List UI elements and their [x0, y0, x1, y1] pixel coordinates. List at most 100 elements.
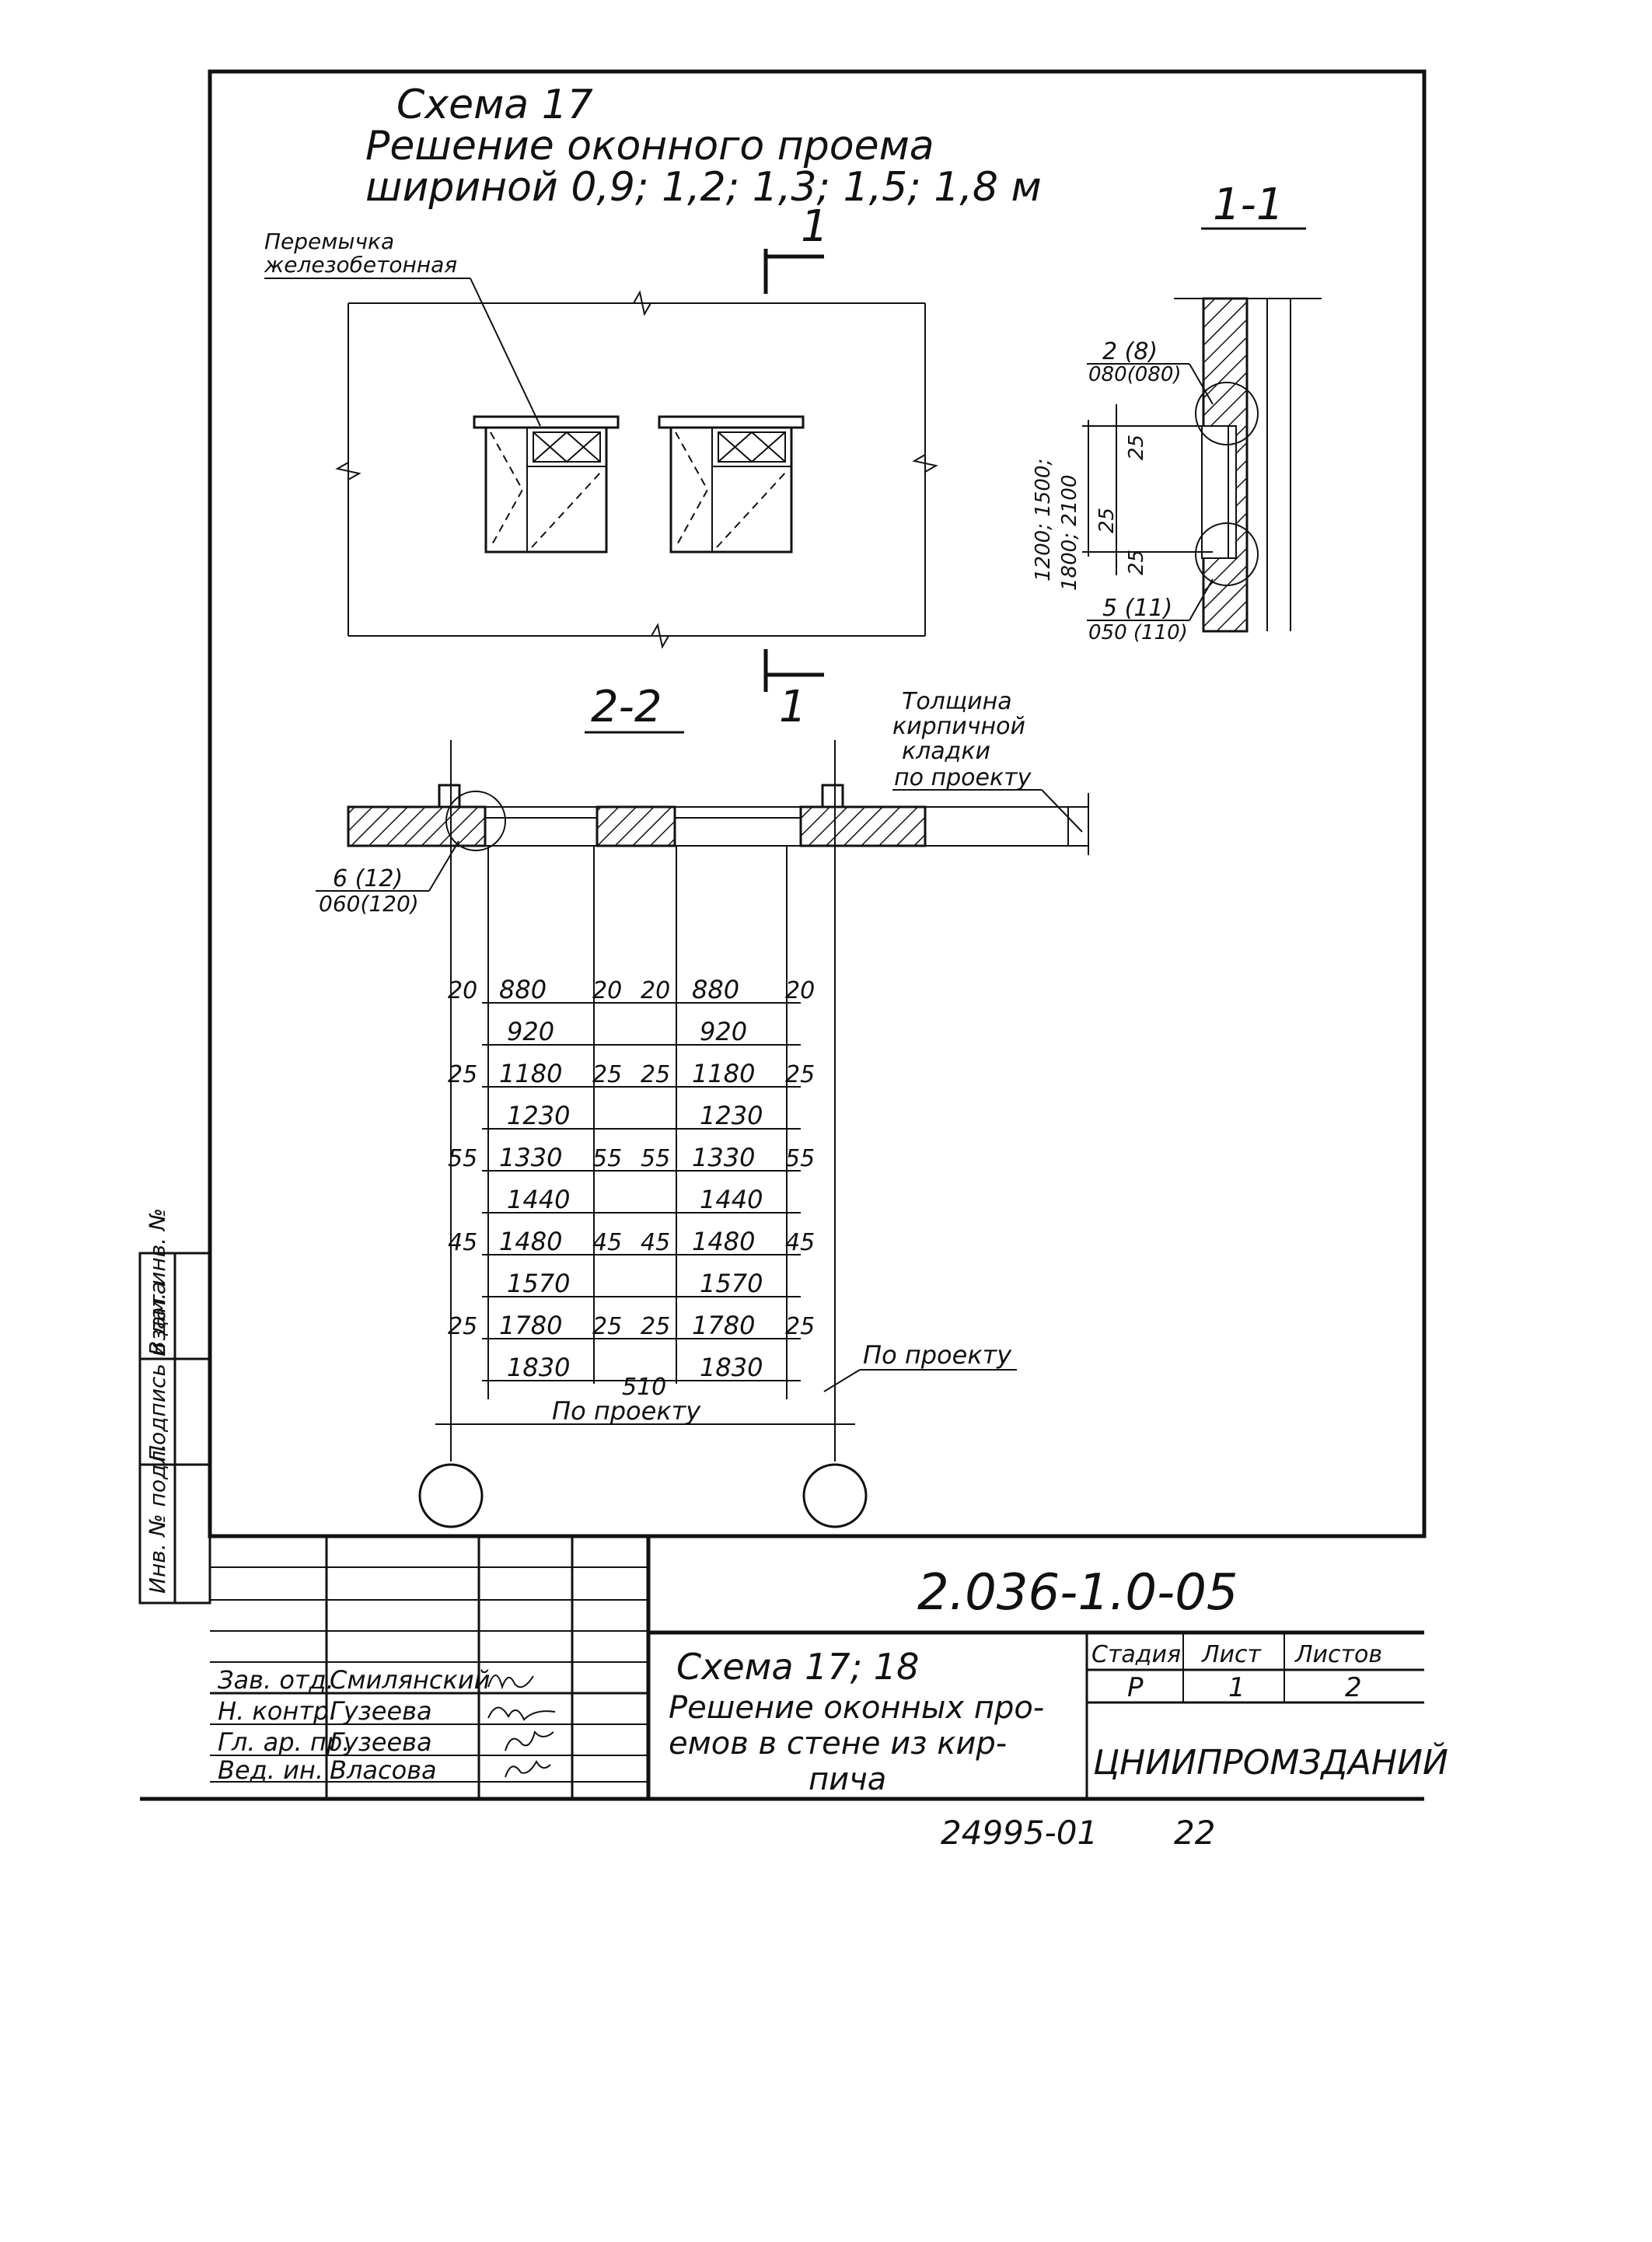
- signature-1: [487, 1675, 534, 1690]
- dim-right-opening-row4-left: 45: [641, 1229, 670, 1256]
- by-project-right: По проекту: [863, 1340, 1012, 1370]
- drawing-title: Схема 17 Решение оконного проема шириной…: [365, 82, 1042, 211]
- drawing-code: 2.036-1.0-05: [917, 1564, 1238, 1622]
- tag-bottom-number: 5 (11): [1102, 595, 1172, 622]
- by-project-notes: По проекту По проекту: [418, 1340, 1017, 1528]
- brick-note-line-3: кладки: [902, 738, 990, 765]
- stage-header: Стадия: [1091, 1641, 1181, 1668]
- dim-right-opening-row2-right: 25: [785, 1061, 815, 1088]
- tag-top-number: 2 (8): [1102, 338, 1158, 365]
- tag-bottom-code: 050 (110): [1088, 621, 1188, 644]
- dim-right-opening-row1-right: 20: [785, 977, 815, 1004]
- dim-right-opening-row3-inner: 1330: [692, 1143, 755, 1172]
- staff-name-1: Смилянский: [330, 1665, 490, 1695]
- organization: ЦНИИПРОМЗДАНИЙ: [1093, 1741, 1448, 1783]
- dimension-chains: [435, 1002, 855, 1425]
- brick-note-line-2: кирпичной: [892, 713, 1025, 740]
- dim-left-opening-row1-overall: 920: [507, 1017, 554, 1046]
- brick-note-line-1: Толщина: [902, 688, 1012, 715]
- tag-2-2-number: 6 (12): [333, 865, 403, 892]
- lintel-label-line-1: Перемычка: [264, 229, 394, 254]
- staff-name-4: Власова: [330, 1755, 437, 1785]
- dim-left-opening-row4-inner: 1480: [499, 1227, 562, 1256]
- staff-role-4: Вед. ин.: [218, 1755, 323, 1785]
- desc-line-4: пича: [809, 1762, 886, 1797]
- dim-left-opening-row2-right: 25: [592, 1061, 622, 1088]
- staff-name-2: Гузеева: [330, 1696, 432, 1726]
- signature-2: [487, 1706, 556, 1721]
- sheets-header: Листов: [1294, 1641, 1382, 1668]
- dim-right-opening-row3-right: 55: [785, 1145, 815, 1172]
- side-stamp: Инв. № подл. Подпись и дата Взам. инв. №: [138, 1208, 211, 1605]
- dim-left-opening-row4-overall: 1570: [507, 1269, 570, 1298]
- staff-role-2: Н. контр.: [218, 1696, 337, 1726]
- desc-line-2: Решение оконных про-: [669, 1690, 1044, 1726]
- dim-left-opening-row4-right: 45: [592, 1229, 622, 1256]
- height-label-line-2: 1800; 2100: [1058, 475, 1081, 591]
- dim-top: 25: [1125, 435, 1148, 460]
- section-1-1-title: 1-1: [1213, 180, 1284, 230]
- dim-right-opening-row5-left: 25: [641, 1313, 670, 1340]
- dim-left-opening-row5-inner: 1780: [499, 1311, 562, 1340]
- dim-right-opening-row5-right: 25: [785, 1313, 815, 1340]
- tag-2-2-code: 060(120): [319, 891, 419, 917]
- dim-right-opening-row1-left: 20: [641, 977, 670, 1004]
- dim-left-opening-row1-inner: 880: [499, 975, 547, 1004]
- section-2-2: 2-2 1 Толщина кирпичной кладки по проект…: [316, 682, 1089, 1461]
- section-1-1: 1-1 2 (8) 080(080) 5 (11) 050 (110) 1200…: [1032, 180, 1322, 644]
- title-line-1: Схема 17: [396, 82, 593, 128]
- sheet-value: 1: [1228, 1672, 1245, 1703]
- dim-right-opening-row2-left: 25: [641, 1061, 670, 1088]
- dim-right-opening-row1-inner: 880: [692, 975, 739, 1004]
- dim-left-opening-row1-left: 20: [448, 977, 477, 1004]
- section-mark-top: 1: [801, 201, 829, 252]
- dim-bot: 25: [1125, 550, 1148, 575]
- dim-mid: 25: [1095, 508, 1119, 533]
- dim-right-opening-row5-overall: 1830: [700, 1353, 763, 1382]
- dim-pier: 510: [622, 1374, 666, 1401]
- tag-top-code: 080(080): [1088, 363, 1182, 386]
- title-line-3: шириной 0,9; 1,2; 1,3; 1,5; 1,8 м: [365, 164, 1042, 211]
- title-block: 2.036-1.0-05 Зав. отд. Смилянский Н. кон…: [140, 1534, 1448, 1852]
- height-label-line-1: 1200; 1500;: [1032, 459, 1055, 581]
- staff-role-3: Гл. ар. пр.: [218, 1727, 350, 1757]
- signature-4: [505, 1759, 551, 1778]
- sheet-header: Лист: [1201, 1641, 1263, 1668]
- dim-left-opening-row5-overall: 1830: [507, 1353, 570, 1382]
- stage-value: Р: [1127, 1672, 1144, 1703]
- staff-role-1: Зав. отд.: [218, 1665, 334, 1695]
- dim-left-opening-row2-left: 25: [448, 1061, 477, 1088]
- dim-left-opening-row4-left: 45: [448, 1229, 477, 1256]
- dim-right-opening-row2-inner: 1180: [692, 1059, 755, 1088]
- sheets-value: 2: [1345, 1672, 1362, 1703]
- dim-right-opening-row4-overall: 1570: [700, 1269, 763, 1298]
- by-project-bottom: По проекту: [552, 1396, 701, 1426]
- dim-right-opening-row1-overall: 920: [700, 1017, 747, 1046]
- dim-left-opening-row3-left: 55: [448, 1145, 477, 1172]
- dim-left-opening-row3-overall: 1440: [507, 1185, 570, 1214]
- desc-line-1: Схема 17; 18: [676, 1646, 919, 1688]
- sheet-frame: [208, 69, 1427, 1538]
- brick-note-line-4: по проекту: [894, 764, 1032, 791]
- archive-number: 24995-01: [941, 1814, 1098, 1852]
- side-stamp-sign: Подпись и дата: [145, 1281, 170, 1461]
- staff-name-3: Гузеева: [330, 1727, 432, 1757]
- lintel-label-line-2: железобетонная: [264, 252, 457, 278]
- dim-left-opening-row3-right: 55: [592, 1145, 622, 1172]
- signature-3: [505, 1730, 554, 1751]
- section-2-2-title: 2-2: [591, 682, 662, 732]
- desc-line-3: емов в стене из кир-: [669, 1726, 1007, 1762]
- section-cut-mark: 1: [779, 682, 807, 732]
- dim-left-opening-row2-overall: 1230: [507, 1101, 570, 1130]
- dim-right-opening-row4-right: 45: [785, 1229, 815, 1256]
- dim-left-opening-row5-left: 25: [448, 1313, 477, 1340]
- window-elevation: Перемычка железобетонная 1: [264, 201, 938, 692]
- dim-right-opening-row2-overall: 1230: [700, 1101, 763, 1130]
- side-stamp-repl: Взам. инв. №: [145, 1208, 170, 1356]
- dim-left-opening-row1-right: 20: [592, 977, 622, 1004]
- side-stamp-inv: Инв. № подл.: [145, 1444, 170, 1594]
- dim-left-opening-row5-right: 25: [592, 1313, 622, 1340]
- title-line-2: Решение оконного проема: [365, 123, 934, 169]
